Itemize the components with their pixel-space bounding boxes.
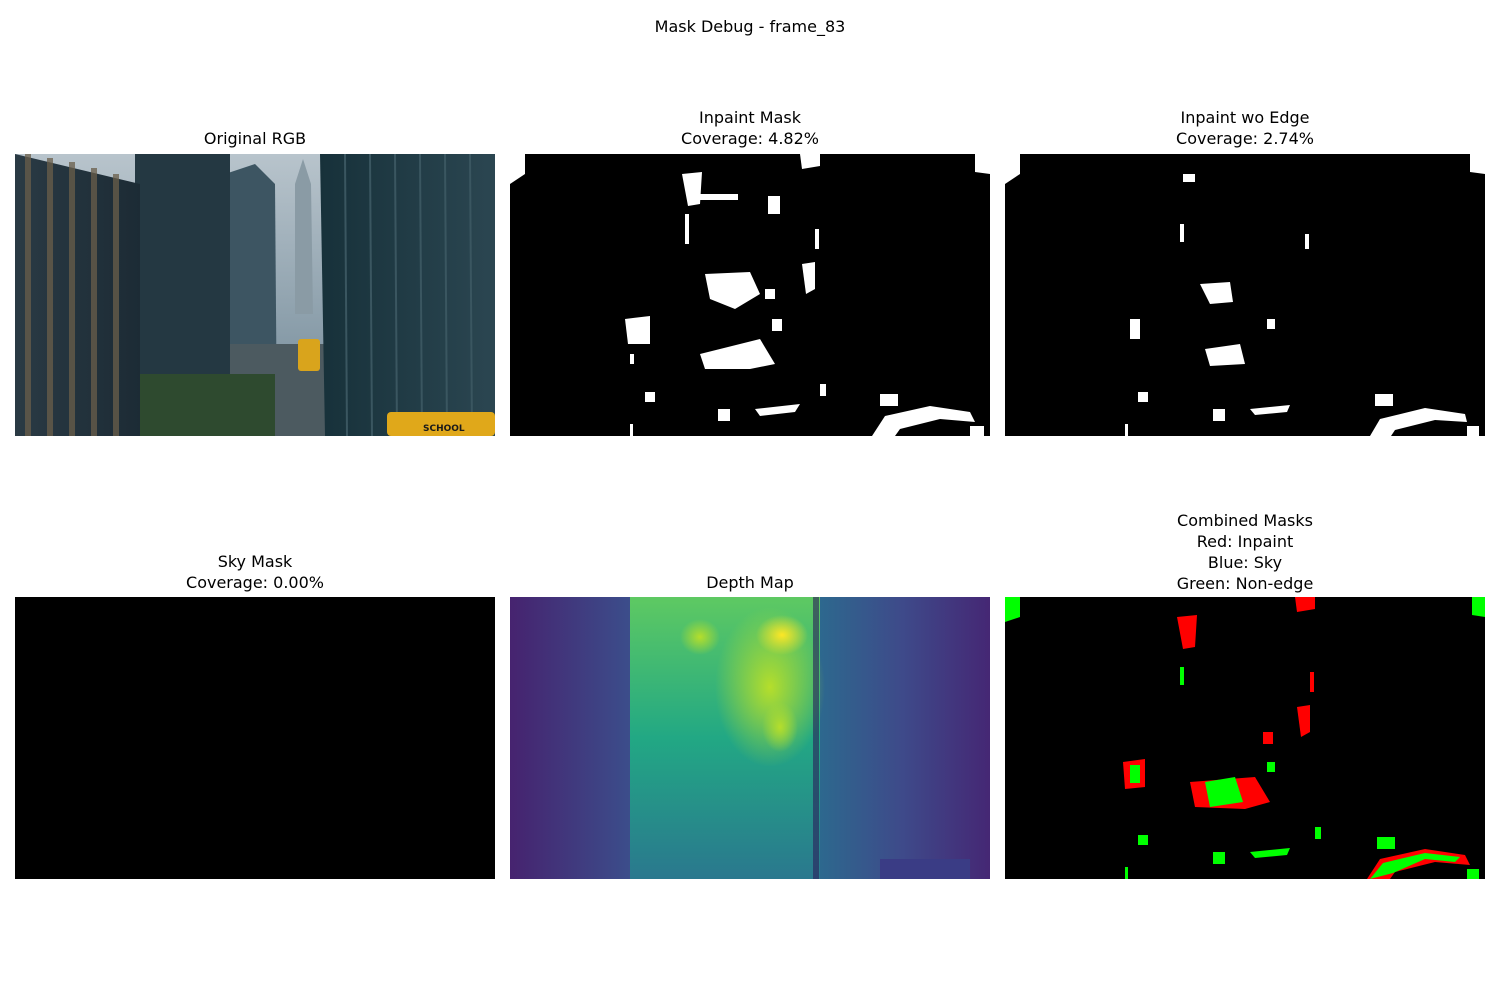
sky-mask-title: Sky Mask Coverage: 0.00%	[15, 551, 495, 593]
school-bus	[387, 412, 495, 436]
left-building	[15, 154, 140, 436]
depth-edge	[813, 597, 819, 879]
inpaint-mask-title: Inpaint Mask Coverage: 4.82%	[510, 107, 990, 149]
right-building	[320, 154, 495, 436]
inpaint-wo-edge-title: Inpaint wo Edge Coverage: 2.74%	[1005, 107, 1485, 149]
sky-mask-coverage: Coverage: 0.00%	[186, 573, 324, 592]
depth-map-svg	[510, 597, 990, 879]
right-building-lines	[344, 154, 473, 436]
depth-hotspot-3	[762, 702, 798, 752]
inpaint-wo-edge-image	[1005, 154, 1485, 436]
depth-hotspot-1	[756, 615, 808, 655]
inpaint-wo-edge-svg	[1005, 154, 1485, 436]
inpaint-mask-regions	[510, 154, 990, 436]
inpaint-wo-edge-regions	[1005, 154, 1485, 436]
inpaint-mask-coverage: Coverage: 4.82%	[681, 129, 819, 148]
figure-title: Mask Debug - frame_83	[654, 17, 846, 36]
distant-spire	[295, 159, 313, 314]
non-edge-green-regions	[1005, 597, 1485, 879]
trees	[135, 374, 275, 436]
depth-hotspot-2	[680, 619, 720, 655]
depth-map-title-line: Depth Map	[706, 573, 794, 592]
sky-mask-title-line: Sky Mask	[217, 552, 293, 571]
mask-background	[1005, 597, 1485, 879]
inpaint-wo-edge-coverage: Coverage: 2.74%	[1176, 129, 1314, 148]
legend-green-non-edge: Green: Non-edge	[1176, 574, 1314, 593]
legend-blue-sky: Blue: Sky	[1207, 553, 1283, 572]
depth-bottom-patch	[880, 859, 970, 879]
depth-map-title: Depth Map	[510, 572, 990, 593]
inpaint-mask-svg	[510, 154, 990, 436]
sky-mask-image	[15, 597, 495, 879]
left-building-columns	[25, 154, 119, 436]
depth-right	[815, 597, 990, 879]
inpaint-wo-edge-title-line: Inpaint wo Edge	[1180, 108, 1310, 127]
inpaint-mask-title-line: Inpaint Mask	[699, 108, 801, 127]
depth-map-image	[510, 597, 990, 879]
combined-masks-title: Combined Masks Red: Inpaint Blue: Sky Gr…	[1005, 510, 1485, 594]
small-yellow-bus	[298, 339, 320, 371]
combined-masks-title-line: Combined Masks	[1177, 511, 1313, 530]
combined-masks-image	[1005, 597, 1485, 879]
original-rgb-image: SCHOOL	[15, 154, 495, 436]
original-rgb-title: Original RGB	[15, 128, 495, 149]
combined-masks-svg	[1005, 597, 1485, 879]
original-rgb-svg: SCHOOL	[15, 154, 495, 436]
legend-red-inpaint: Red: Inpaint	[1196, 532, 1294, 551]
original-rgb-title-line: Original RGB	[203, 129, 307, 148]
inpaint-mask-image	[510, 154, 990, 436]
bus-sign-text: SCHOOL	[423, 424, 465, 434]
depth-left	[510, 597, 635, 879]
mask-background	[1005, 154, 1485, 436]
